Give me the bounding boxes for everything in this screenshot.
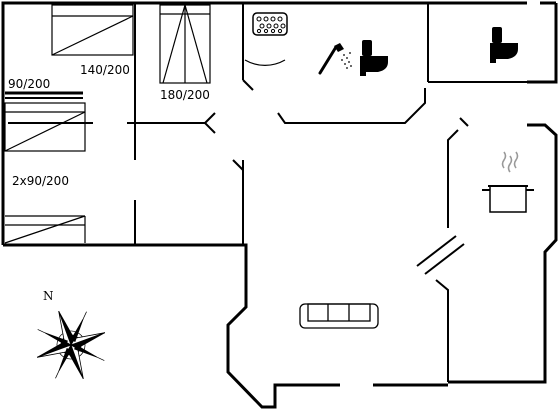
bunk-bed-upper-cover <box>4 111 86 152</box>
toilet-icon <box>360 40 388 76</box>
bunk-bed-lower-cover <box>4 215 86 244</box>
shower-icon <box>318 43 352 75</box>
wall-kitchen-left <box>447 129 459 228</box>
wall-kitchen-right <box>527 123 558 384</box>
wall-bathroom-left-stub <box>242 79 254 91</box>
inner-walls <box>8 3 527 382</box>
long-bed-diag-1 <box>162 4 186 84</box>
bunk-bed-upper-frame <box>4 102 86 152</box>
compass-north-label: N <box>43 289 54 303</box>
long-bed-label: 180/200 <box>160 88 210 102</box>
bunk-beds-label: 2x90/200 <box>12 174 69 188</box>
single-bed-label: 90/200 <box>8 77 50 91</box>
sofa-icon <box>299 303 379 329</box>
long-bed-diag-2 <box>184 4 208 84</box>
double-bed-cover <box>51 15 134 56</box>
double-bed <box>51 4 134 56</box>
whirlpool-icon <box>252 12 288 36</box>
stove-pot-icon <box>482 151 534 213</box>
wall-kitchen-lower <box>435 279 449 382</box>
partition-line-1 <box>416 235 457 267</box>
wall-living-outline <box>3 243 340 409</box>
long-bed <box>159 4 211 84</box>
door-stub-bedroom <box>204 112 216 124</box>
bunk-bed-lower <box>4 215 86 244</box>
wall-top-left <box>1 1 527 245</box>
bunk-bed-upper <box>4 102 86 152</box>
partition-line-2 <box>424 243 465 275</box>
double-bed-label: 140/200 <box>80 63 130 77</box>
double-bed-frame <box>51 4 134 56</box>
wall-right-upper <box>527 3 558 84</box>
door-stub-hall <box>232 159 244 171</box>
toilet-icon-2 <box>490 27 518 63</box>
door-stub-bedroom2 <box>204 122 216 134</box>
compass-rose-icon <box>36 310 106 380</box>
single-bed <box>5 91 83 99</box>
door-stub-kitchen <box>459 117 469 127</box>
wall-bathroom-bottom <box>277 88 426 124</box>
bathroom-door-arc <box>244 59 286 66</box>
